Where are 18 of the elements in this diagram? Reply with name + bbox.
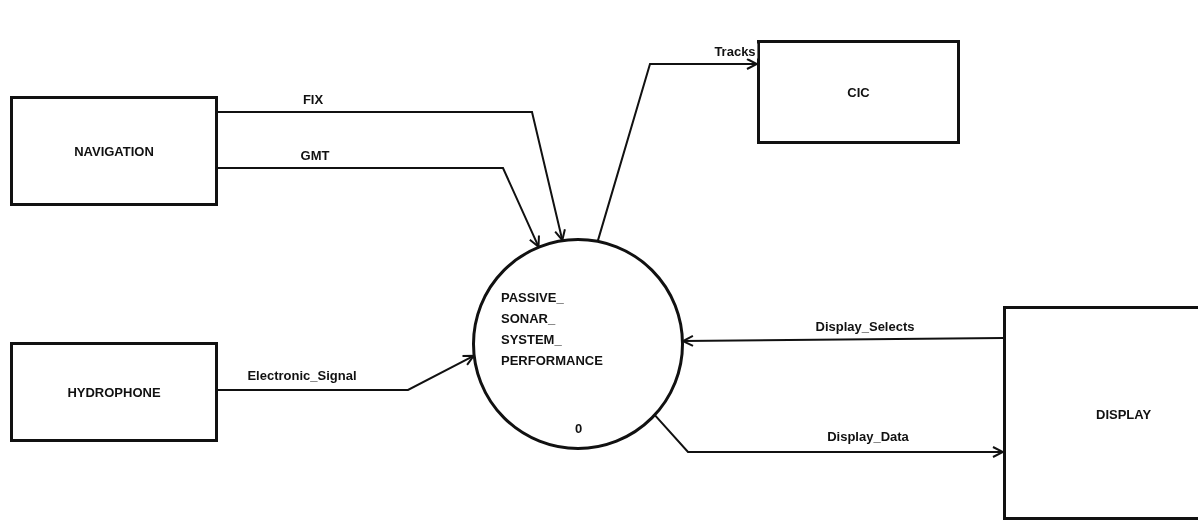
process-circle (472, 238, 684, 450)
process-number: 0 (575, 421, 583, 436)
data-flow-arrow (217, 111, 566, 242)
data-flow-arrow (217, 354, 475, 391)
external-entity-box (10, 96, 218, 206)
external-entity-box (10, 342, 218, 442)
data-flow-arrow (596, 58, 758, 242)
node-label: HYDROPHONE (66, 384, 162, 400)
data-flow-arrow (681, 334, 1004, 347)
node-label: PASSIVE_ SONAR_ SYSTEM_ PERFORMANCE (501, 289, 603, 370)
edge-label: Tracks (712, 43, 758, 59)
node-label: NAVIGATION (73, 143, 155, 159)
data-flow-arrow (654, 414, 1004, 458)
node-label: CIC (846, 84, 871, 100)
node-label: DISPLAY (1096, 407, 1152, 422)
external-entity-box (757, 40, 960, 144)
external-entity-box (1003, 306, 1198, 520)
data-flow-arrow (217, 167, 540, 248)
